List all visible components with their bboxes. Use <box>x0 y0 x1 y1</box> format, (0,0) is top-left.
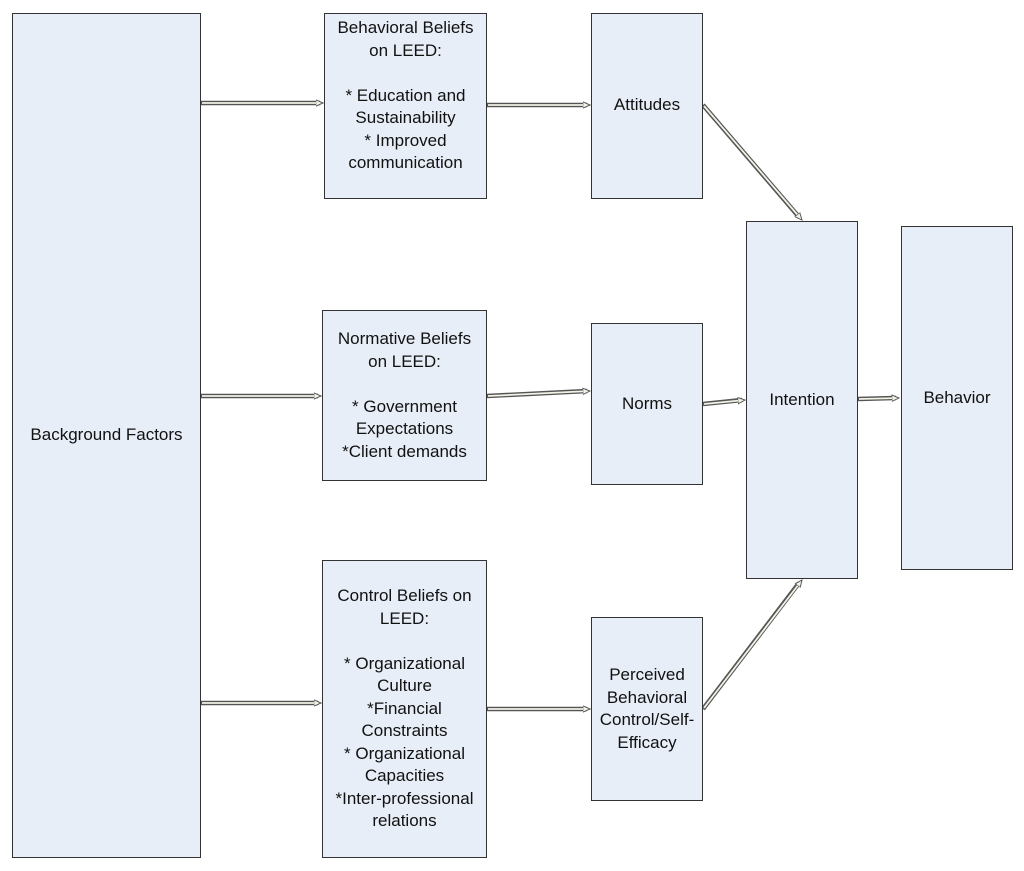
arrow-attitudes-to-intention <box>701 103 801 219</box>
perceived-behavioral-control-box: Perceived Behavioral Control/Self- Effic… <box>591 617 703 801</box>
control-beliefs-box: Control Beliefs on LEED: * Organizationa… <box>322 560 487 858</box>
intention-box: Intention <box>746 221 858 579</box>
background-factors-box: Background Factors <box>12 13 201 858</box>
arrow-intention-to-behavior <box>857 395 897 402</box>
arrow-norms-to-intention <box>702 397 743 407</box>
arrow-normative-beliefs-to-norms <box>486 388 588 399</box>
attitudes-box: Attitudes <box>591 13 703 199</box>
behavioral-beliefs-box: Behavioral Beliefs on LEED: * Education … <box>324 13 487 199</box>
normative-beliefs-box: Normative Beliefs on LEED: * Government … <box>322 310 487 481</box>
arrow-perceived-control-to-intention <box>701 581 801 711</box>
behavior-box: Behavior <box>901 226 1013 570</box>
norms-box: Norms <box>591 323 703 485</box>
